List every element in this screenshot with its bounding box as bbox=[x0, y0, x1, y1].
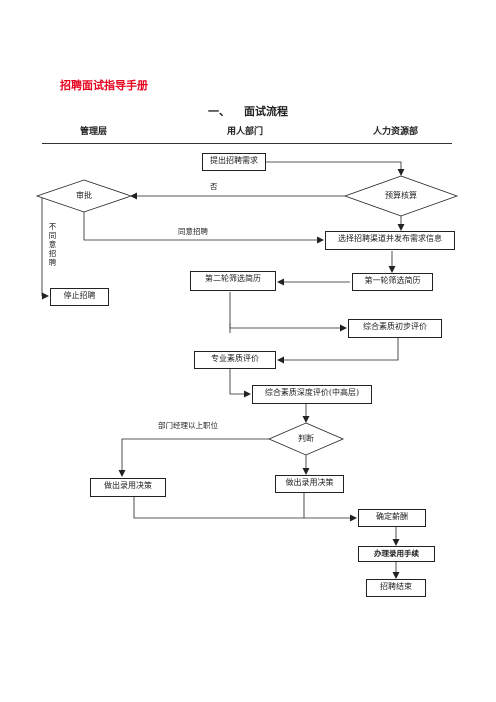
connector-approve-to-stop bbox=[41, 198, 49, 300]
edge-label-approve-hire: 同意招聘 bbox=[178, 227, 208, 236]
header-divider bbox=[42, 143, 452, 144]
column-header-management: 管理层 bbox=[80, 127, 108, 137]
node-end: 招聘结束 bbox=[366, 579, 426, 597]
document-title: 招聘面试指导手册 bbox=[60, 79, 148, 92]
judge-label: 判断 bbox=[298, 434, 314, 443]
node-screen1: 第一轮筛选简历 bbox=[352, 273, 433, 291]
edge-label-above-manager: 部门经理以上职位 bbox=[158, 421, 218, 430]
connector-pro-to-deep-eval bbox=[229, 369, 251, 398]
connector-approve-to-channel bbox=[83, 212, 324, 244]
edge-label-disagree: 不同意招聘 bbox=[48, 222, 57, 267]
connector-judge-to-mgmt-decision bbox=[118, 438, 269, 477]
approve-label: 审批 bbox=[76, 191, 92, 200]
connector-demand-to-budget bbox=[266, 161, 405, 176]
connector-initial-to-pro-eval bbox=[277, 338, 399, 364]
node-stop: 停止招聘 bbox=[50, 288, 109, 306]
column-header-hr: 人力资源部 bbox=[373, 127, 419, 137]
node-salary: 确定薪酬 bbox=[358, 509, 426, 527]
section-number: 一、 bbox=[208, 105, 230, 118]
connector-screen2-to-initial-eval bbox=[229, 292, 347, 332]
judge-diamond bbox=[267, 422, 345, 456]
section-title-text: 面试流程 bbox=[244, 105, 288, 118]
budget-label: 预算核算 bbox=[385, 191, 417, 200]
node-screen2: 第二轮筛选简历 bbox=[190, 271, 276, 291]
node-onboard: 办理录用手续 bbox=[358, 546, 435, 562]
node-deep-eval: 综合素质深度评价(中高层) bbox=[252, 385, 372, 404]
approve-diamond bbox=[35, 179, 133, 213]
node-initial-eval: 综合素质初步评价 bbox=[348, 319, 442, 338]
connector-mgmt-decision-to-salary bbox=[133, 496, 357, 522]
edge-label-no: 否 bbox=[210, 182, 218, 191]
budget-diamond bbox=[343, 175, 459, 217]
node-decision-department: 做出录用决策 bbox=[275, 475, 344, 493]
node-decision-management: 做出录用决策 bbox=[90, 478, 166, 497]
section-title: 一、 面试流程 bbox=[208, 103, 288, 119]
column-header-department: 用人部门 bbox=[227, 127, 264, 137]
node-pro-eval: 专业素质评价 bbox=[194, 351, 276, 369]
node-select-channel: 选择招聘渠道并发布需求信息 bbox=[325, 231, 455, 250]
node-demand: 提出招聘需求 bbox=[202, 153, 266, 171]
